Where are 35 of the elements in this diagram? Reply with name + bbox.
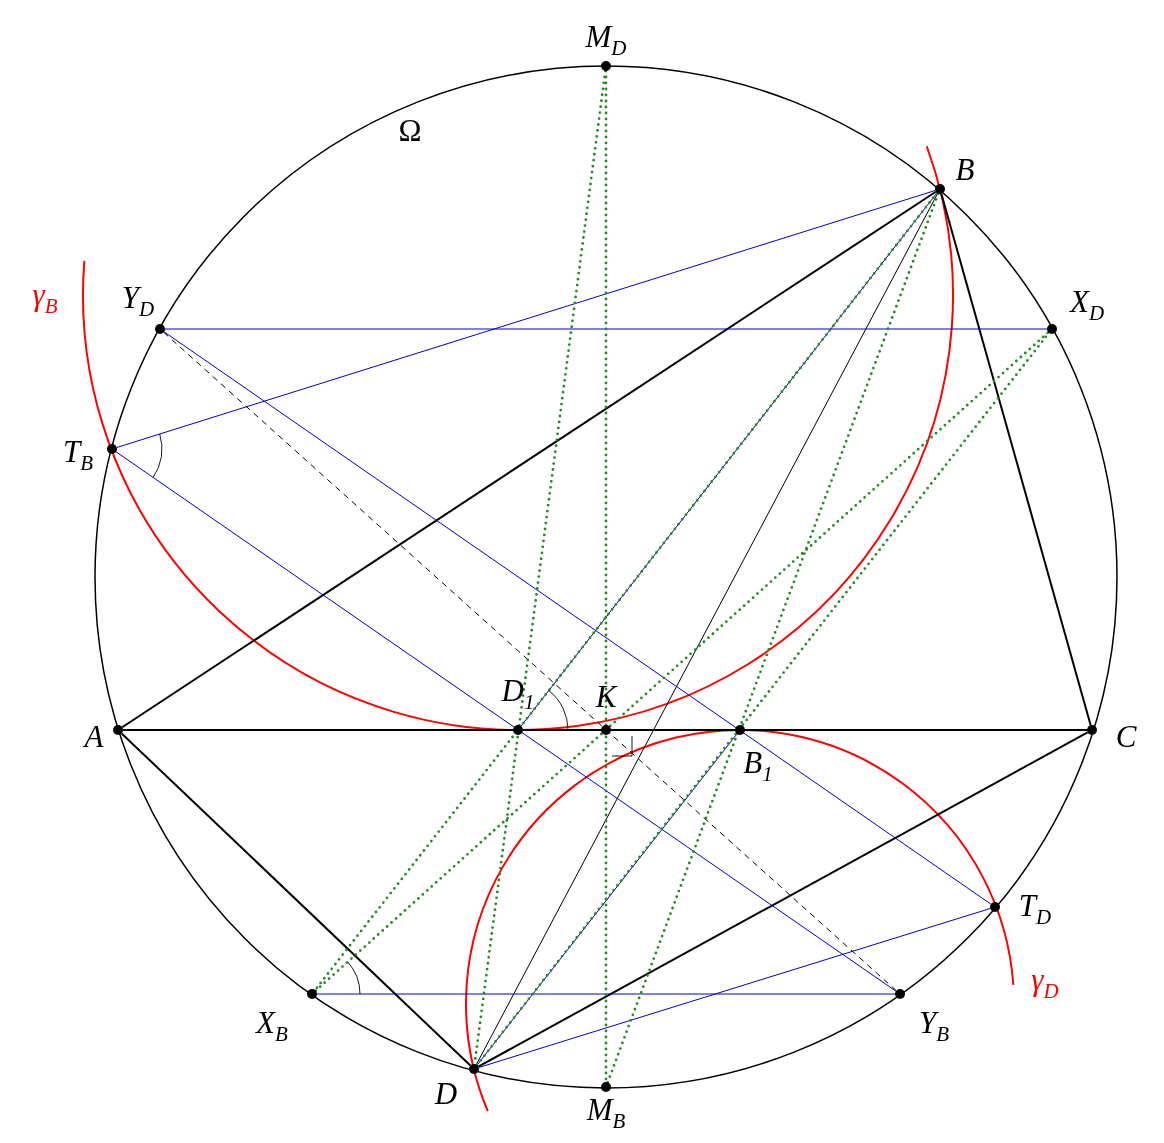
curve-label: Ω <box>398 114 422 146</box>
point-label: M$_{D}$ <box>585 21 627 59</box>
point-label: Y$_{B}$ <box>918 1007 950 1045</box>
line-segment <box>314 330 1050 993</box>
line-segment <box>316 993 896 995</box>
point-label: K <box>595 680 617 712</box>
line-segment <box>606 192 940 1084</box>
line-segment <box>163 331 897 992</box>
line-segment <box>164 328 1048 330</box>
line-segment <box>476 733 738 1066</box>
line-segment <box>115 451 897 992</box>
point-label: X$_{D}$ <box>1069 286 1105 324</box>
point-label: A <box>84 720 104 752</box>
point-label: X$_{B}$ <box>256 1007 288 1045</box>
point-label: T$_{B}$ <box>62 436 94 474</box>
line-segment <box>313 191 939 992</box>
line-segment <box>116 190 936 448</box>
point-label: Y$_{D}$ <box>121 282 155 320</box>
point-label: T$_{D}$ <box>1018 890 1052 928</box>
point-label: B <box>955 153 975 185</box>
curve-label: γ$_{D}$ <box>1031 964 1059 1002</box>
line-segment <box>120 732 472 1067</box>
point-label: B$_{1}$ <box>743 747 773 785</box>
point-label: D <box>434 1077 458 1109</box>
line-segment <box>122 729 1088 731</box>
curve-label: γ$_{B}$ <box>32 279 58 317</box>
line-segment <box>163 331 992 905</box>
point-label: M$_{B}$ <box>586 1094 626 1132</box>
line-segment <box>477 731 1089 1068</box>
point-label: C <box>1115 720 1137 752</box>
line-segment <box>478 908 991 1068</box>
line-segment <box>940 192 1092 727</box>
line-segment <box>475 192 939 1066</box>
point-label: D$_{1}$ <box>501 675 535 713</box>
line-segment <box>520 192 938 727</box>
